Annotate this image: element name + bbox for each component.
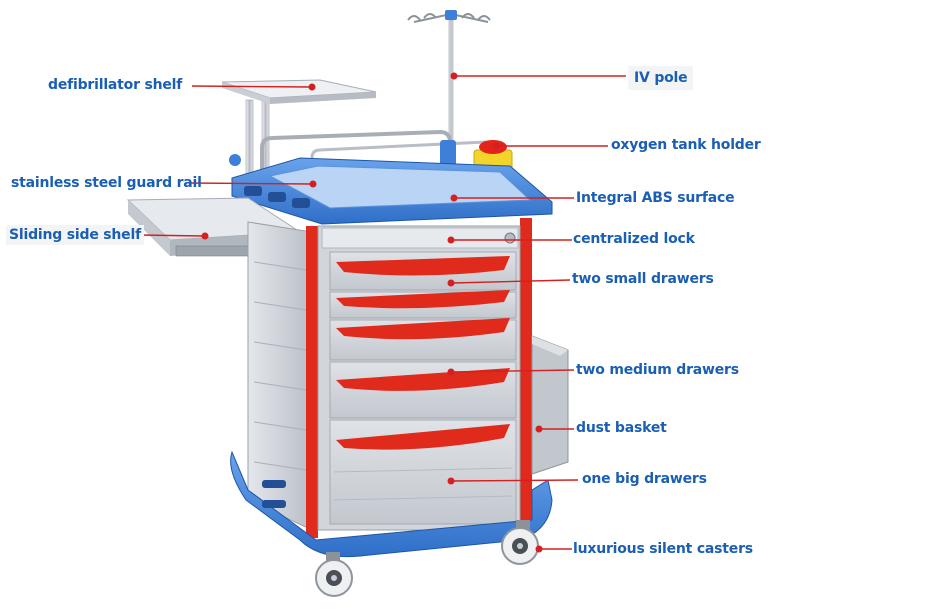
drawers — [329, 251, 517, 525]
label-side-shelf: Sliding side shelf — [6, 225, 144, 245]
label-defibrillator-shelf: defibrillator shelf — [48, 77, 183, 93]
medium-drawer-2 — [329, 361, 517, 419]
front-frame-right — [520, 218, 532, 530]
front-frame-left — [306, 226, 318, 538]
defibrillator-shelf — [221, 79, 377, 186]
label-small-drawers: two small drawers — [572, 271, 714, 287]
small-drawer-1 — [329, 251, 517, 291]
label-iv-pole: IV pole — [628, 66, 694, 90]
small-drawer-2 — [329, 290, 517, 319]
label-medium-drawers: two medium drawers — [576, 362, 739, 378]
label-dust-basket: dust basket — [576, 420, 667, 436]
leader-lines — [137, 72, 626, 553]
iv-pole — [407, 10, 491, 161]
lock-strip — [321, 227, 519, 249]
label-guard-rail: stainless steel guard rail — [11, 175, 202, 191]
abs-top-surface — [231, 157, 553, 225]
label-big-drawers: one big drawers — [582, 471, 707, 487]
base-bumper — [230, 450, 553, 558]
label-centralized-lock: centralized lock — [573, 231, 695, 247]
label-casters: luxurious silent casters — [573, 541, 753, 557]
casters — [315, 520, 539, 597]
big-drawer — [329, 419, 517, 525]
medium-drawer-1 — [329, 318, 517, 361]
dust-basket — [531, 335, 569, 475]
label-abs-surface: Integral ABS surface — [576, 190, 735, 206]
label-oxygen-tank-holder: oxygen tank holder — [611, 137, 761, 153]
